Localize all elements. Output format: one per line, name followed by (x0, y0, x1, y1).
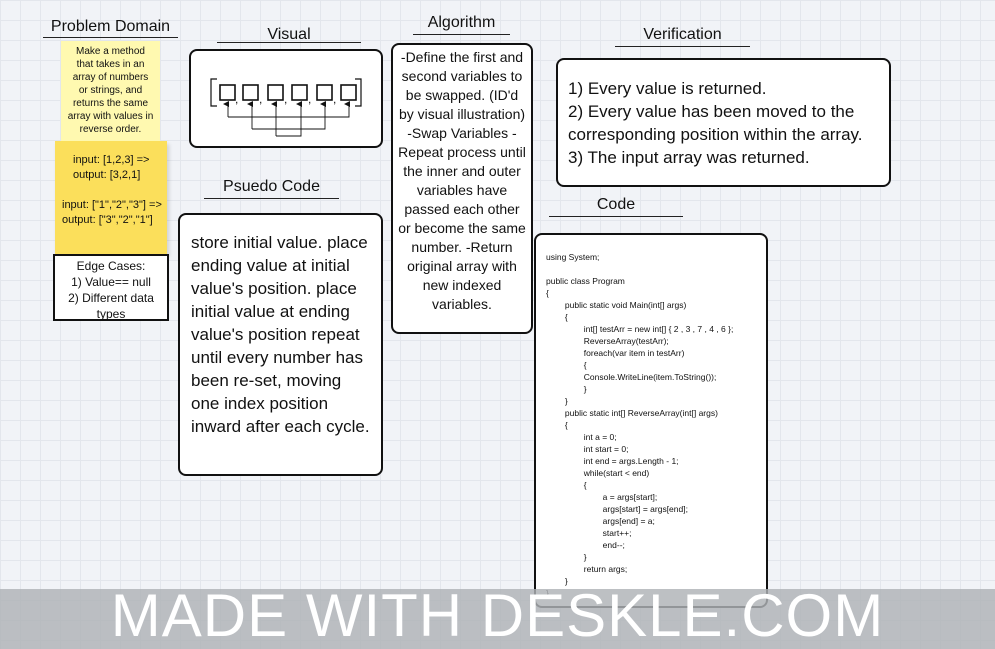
problem-domain-heading: Problem Domain (50, 18, 171, 35)
problem-description-note[interactable]: Make a method that takes in an array of … (61, 41, 160, 141)
visual-underline (217, 42, 361, 43)
array-swap-illustration: ,,, ,, (210, 78, 362, 137)
verification-heading: Verification (643, 26, 722, 43)
algorithm-heading: Algorithm (427, 14, 496, 31)
example-1-input: input: [1,2,3] => (73, 154, 150, 166)
algorithm-underline (413, 34, 510, 35)
svg-text:,: , (308, 92, 311, 106)
verification-underline (615, 46, 750, 47)
svg-text:,: , (333, 92, 336, 106)
pseudo-code-text: store initial value. place ending value … (191, 233, 370, 436)
pseudo-code-box[interactable]: store initial value. place ending value … (178, 213, 383, 476)
visual-heading: Visual (267, 26, 311, 43)
problem-domain-underline (43, 37, 178, 38)
pseudo-code-heading: Psuedo Code (223, 178, 320, 195)
code-underline (549, 216, 683, 217)
watermark-text: MADE WITH DESKLE.COM (110, 582, 885, 649)
example-1-output: output: [3,2,1] (73, 169, 141, 181)
verification-box[interactable]: 1) Every value is returned. 2) Every val… (556, 58, 891, 187)
code-heading: Code (596, 196, 636, 213)
watermark-banner: MADE WITH DESKLE.COM (0, 582, 995, 649)
verification-item-3: 3) The input array was returned. (568, 148, 810, 167)
pseudo-code-underline (204, 198, 339, 199)
svg-text:,: , (284, 92, 287, 106)
verification-item-2: 2) Every value has been moved to the cor… (568, 102, 863, 144)
examples-note[interactable]: input: [1,2,3] => output: [3,2,1] input:… (55, 141, 167, 254)
svg-text:,: , (259, 92, 262, 106)
svg-text:,: , (235, 92, 238, 106)
code-box[interactable]: using System; public class Program { pub… (534, 233, 768, 608)
edge-cases-title: Edge Cases: (76, 259, 146, 273)
visual-box[interactable]: ,,, ,, (189, 49, 383, 148)
example-2-output: output: ["3","2","1"] (62, 214, 153, 226)
code-listing: using System; public class Program { pub… (546, 252, 734, 598)
verification-item-1: 1) Every value is returned. (568, 79, 767, 98)
problem-description: Make a method that takes in an array of … (67, 46, 154, 135)
edge-case-1: 1) Value== null (71, 275, 151, 289)
edge-case-2: 2) Different data types (68, 291, 154, 321)
algorithm-box[interactable]: -Define the first and second variables t… (391, 43, 533, 334)
algorithm-text: -Define the first and second variables t… (398, 49, 526, 312)
edge-cases-box[interactable]: Edge Cases: 1) Value== null 2) Different… (53, 254, 169, 321)
example-2-input: input: ["1","2","3"] => (62, 199, 162, 211)
